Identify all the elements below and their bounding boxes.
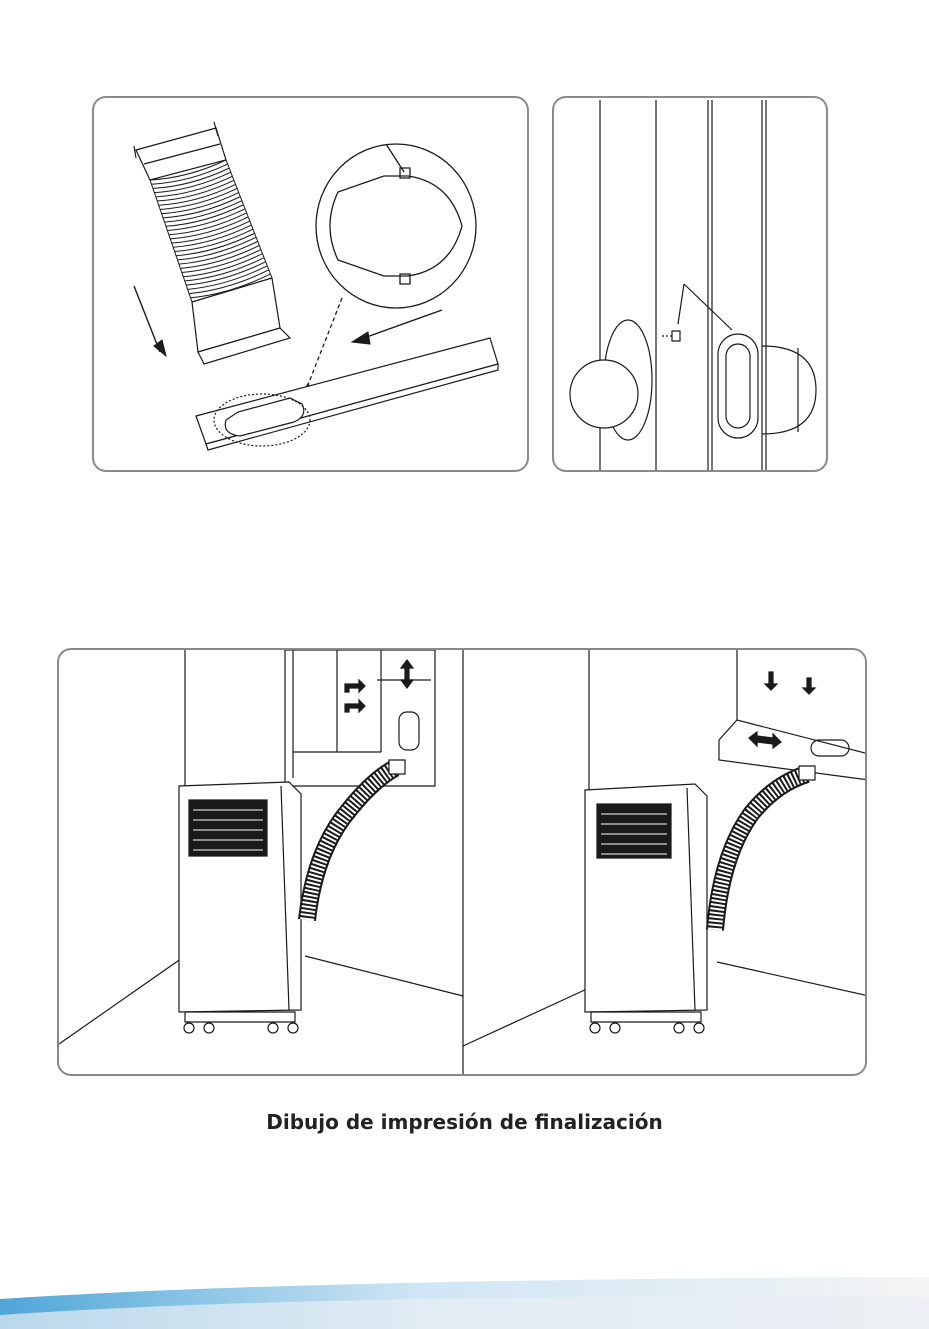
right-arrow bbox=[345, 680, 365, 712]
left-arrow bbox=[352, 310, 442, 344]
window-adapter-illustration bbox=[552, 96, 828, 472]
left-window bbox=[285, 650, 435, 786]
screw-icon bbox=[662, 331, 680, 341]
up-down-arrow bbox=[401, 660, 413, 688]
window-slider-panel bbox=[196, 338, 498, 450]
left-portable-ac-unit bbox=[179, 782, 301, 1033]
left-adapter-round bbox=[570, 320, 652, 440]
down-arrow bbox=[765, 672, 815, 694]
hose-assembly-illustration bbox=[92, 96, 529, 472]
window-adapter-drawing bbox=[554, 98, 828, 472]
corrugated-hose bbox=[150, 160, 272, 302]
right-adapter-oval bbox=[718, 334, 816, 438]
right-window bbox=[719, 650, 867, 780]
left-exhaust-hose bbox=[307, 760, 405, 920]
footer-decoration bbox=[0, 1269, 929, 1329]
left-right-arrow bbox=[749, 732, 781, 748]
down-left-arrow bbox=[134, 286, 166, 356]
figure-caption: Dibujo de impresión de finalización bbox=[0, 1110, 929, 1134]
installation-drawing bbox=[59, 650, 867, 1076]
right-exhaust-hose bbox=[715, 766, 815, 930]
right-portable-ac-unit bbox=[585, 784, 707, 1033]
installation-illustration bbox=[57, 648, 867, 1076]
pointer-lines bbox=[678, 284, 732, 330]
hose-assembly-drawing bbox=[94, 98, 529, 472]
